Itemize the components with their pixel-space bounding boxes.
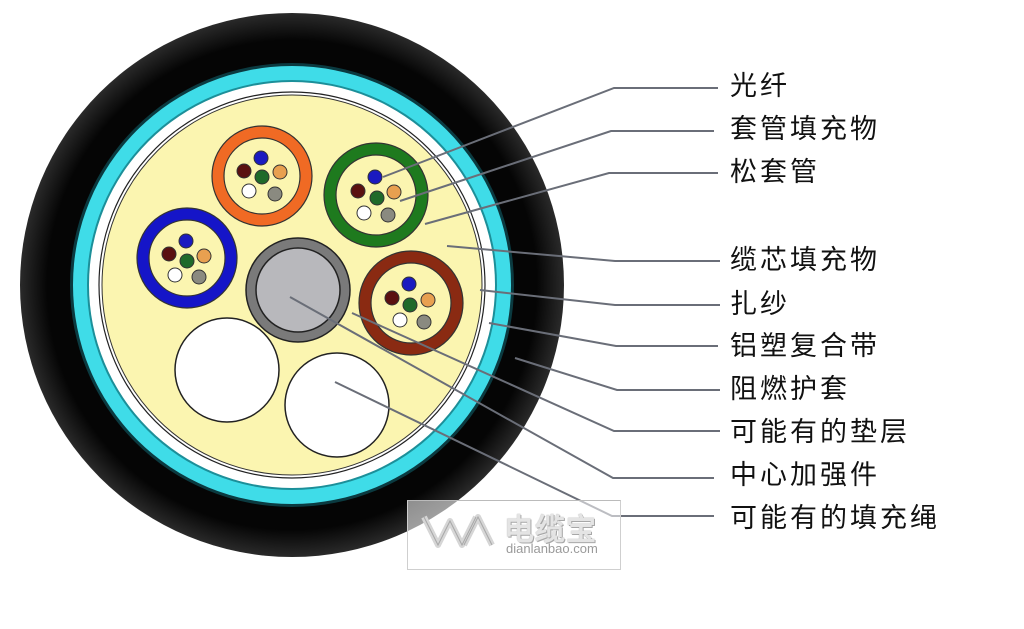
label-flame-retardant-sheath: 阻燃护套: [730, 374, 850, 405]
label-aluminum-plastic-tape: 铝塑复合带: [730, 331, 880, 362]
leader-strength-member: [289, 296, 714, 479]
watermark-logo-icon: [421, 514, 495, 548]
loose-tube-brown: [358, 250, 464, 356]
filler-rope-1: [174, 317, 280, 423]
filler-rope-2: [284, 352, 390, 458]
leader-bedding: [351, 312, 720, 432]
watermark-domain: dianlanbao.com: [506, 541, 598, 556]
label-binder-yarn: 扎纱: [730, 289, 790, 320]
leader-core-filling: [446, 245, 720, 262]
label-optional-filler-rope: 可能有的填充绳: [730, 503, 940, 534]
binder-inner-edge: [98, 91, 486, 479]
leader-optical-fiber: [382, 87, 718, 178]
watermark: 电缆宝 dianlanbao.com: [407, 500, 621, 570]
label-optical-fiber: 光纤: [730, 71, 790, 102]
leader-lines: [289, 87, 720, 517]
loose-tube-green: [323, 142, 429, 248]
label-tube-filling: 套管填充物: [730, 114, 880, 145]
leader-aluminum-tape: [488, 322, 718, 347]
label-central-strength-member: 中心加强件: [730, 460, 880, 491]
label-optional-bedding: 可能有的垫层: [730, 417, 910, 448]
leader-tube-filling: [399, 130, 714, 202]
strength-core: [255, 247, 341, 333]
loose-tube-orange: [211, 125, 313, 227]
leader-loose-tube: [424, 172, 718, 225]
loose-tube-blue: [136, 207, 238, 309]
leader-sheath: [514, 357, 720, 391]
leader-binder-yarn: [479, 289, 720, 306]
label-core-filling: 缆芯填充物: [730, 245, 880, 276]
label-loose-tube: 松套管: [730, 157, 820, 188]
watermark-brand-cn: 电缆宝: [504, 513, 597, 548]
